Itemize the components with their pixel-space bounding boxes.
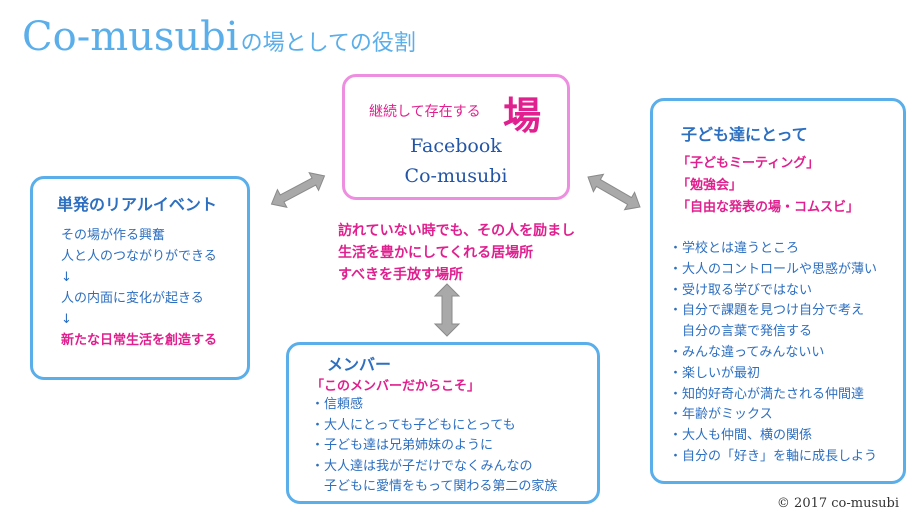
member-item: 子どもに愛情をもって関わる第二の家族	[311, 479, 558, 494]
event-line: ↓	[61, 270, 72, 285]
kids-quote: 「勉強会」	[677, 178, 743, 193]
field-line-comusubi: Co-musubi	[404, 165, 508, 187]
member-box: メンバー 「このメンバーだからこそ」 ・信頼感 ・大人にとっても子どもにとっても…	[286, 342, 600, 504]
kids-heading: 子ども達にとって	[681, 125, 808, 144]
center-text-line: 生活を豊かにしてくれる居場所	[338, 245, 534, 261]
page-title: Co-musubiの場としての役割	[22, 14, 416, 60]
kids-item: 自分の言葉で発信する	[669, 324, 813, 340]
kids-item: ・楽しいが最初	[669, 365, 761, 381]
member-item: ・大人達は我が子だけでなくみんなの	[311, 458, 533, 474]
event-line: 人の内面に変化が起きる	[61, 291, 204, 306]
title-sub: の場としての役割	[240, 31, 416, 56]
center-text-line: 訪れていない時でも、その人を励まし	[338, 223, 576, 239]
member-item: ・信頼感	[311, 397, 364, 412]
field-label: 継続して存在する	[369, 104, 481, 120]
center-text-line: すべきを手放す場所	[338, 267, 464, 283]
member-item: ・子ども達は兄弟姉妹のように	[311, 438, 494, 453]
member-quote: 「このメンバーだからこそ」	[311, 379, 481, 394]
event-line: その場が作る興奮	[61, 228, 166, 243]
field-line-facebook: Facebook	[410, 135, 502, 157]
kids-quote: 「自由な発表の場・コムスビ」	[677, 200, 860, 215]
member-list: ・信頼感 ・大人にとっても子どもにとっても ・子ども達は兄弟姉妹のように ・大人…	[311, 395, 557, 498]
member-heading: メンバー	[327, 355, 392, 374]
kids-list: ・学校とは違うところ ・大人のコントロールや思惑が薄い ・受け取る学びではない …	[669, 239, 877, 468]
kids-box: 子ども達にとって 「子どもミーティング」 「勉強会」 「自由な発表の場・コムスビ…	[650, 98, 906, 484]
kids-item: ・受け取る学びではない	[669, 282, 813, 298]
kids-item: ・年齢がミックス	[669, 407, 773, 423]
arrow-vertical-double-icon	[433, 283, 461, 337]
kids-item: ・自分で課題を見つけ自分で考え	[669, 303, 865, 319]
event-heading: 単発のリアルイベント	[57, 195, 217, 214]
arrow-left-double-icon	[270, 172, 326, 208]
event-list: その場が作る興奮 人と人のつながりができる ↓ 人の内面に変化が起きる ↓ 新た…	[61, 225, 217, 351]
event-line: 人と人のつながりができる	[61, 249, 217, 264]
member-item: ・大人にとっても子どもにとっても	[311, 417, 516, 433]
kids-item: ・大人も仲間、横の関係	[669, 428, 813, 444]
field-box: 継続して存在する 場 Facebook Co-musubi	[342, 74, 570, 200]
kids-quotes: 「子どもミーティング」 「勉強会」 「自由な発表の場・コムスビ」	[677, 153, 859, 219]
kids-item: ・みんな違ってみんないい	[669, 344, 825, 360]
event-line: ↓	[61, 312, 72, 327]
kids-item: ・知的好奇心が満たされる仲間達	[669, 386, 865, 402]
kids-quote: 「子どもミーティング」	[677, 156, 820, 171]
title-main: Co-musubi	[22, 14, 239, 60]
copyright: © 2017 co-musubi	[776, 496, 899, 511]
kids-item: ・大人のコントロールや思惑が薄い	[669, 261, 878, 277]
kids-item: ・学校とは違うところ	[669, 241, 800, 256]
field-big-char: 場	[503, 94, 542, 138]
kids-item: ・自分の「好き」を軸に成長しよう	[669, 448, 878, 464]
event-box: 単発のリアルイベント その場が作る興奮 人と人のつながりができる ↓ 人の内面に…	[30, 176, 250, 380]
center-description: 訪れていない時でも、その人を励まし 生活を豊かにしてくれる居場所 すべきを手放す…	[338, 220, 575, 286]
event-highlight: 新たな日常生活を創造する	[61, 333, 218, 348]
arrow-right-double-icon	[587, 173, 641, 211]
